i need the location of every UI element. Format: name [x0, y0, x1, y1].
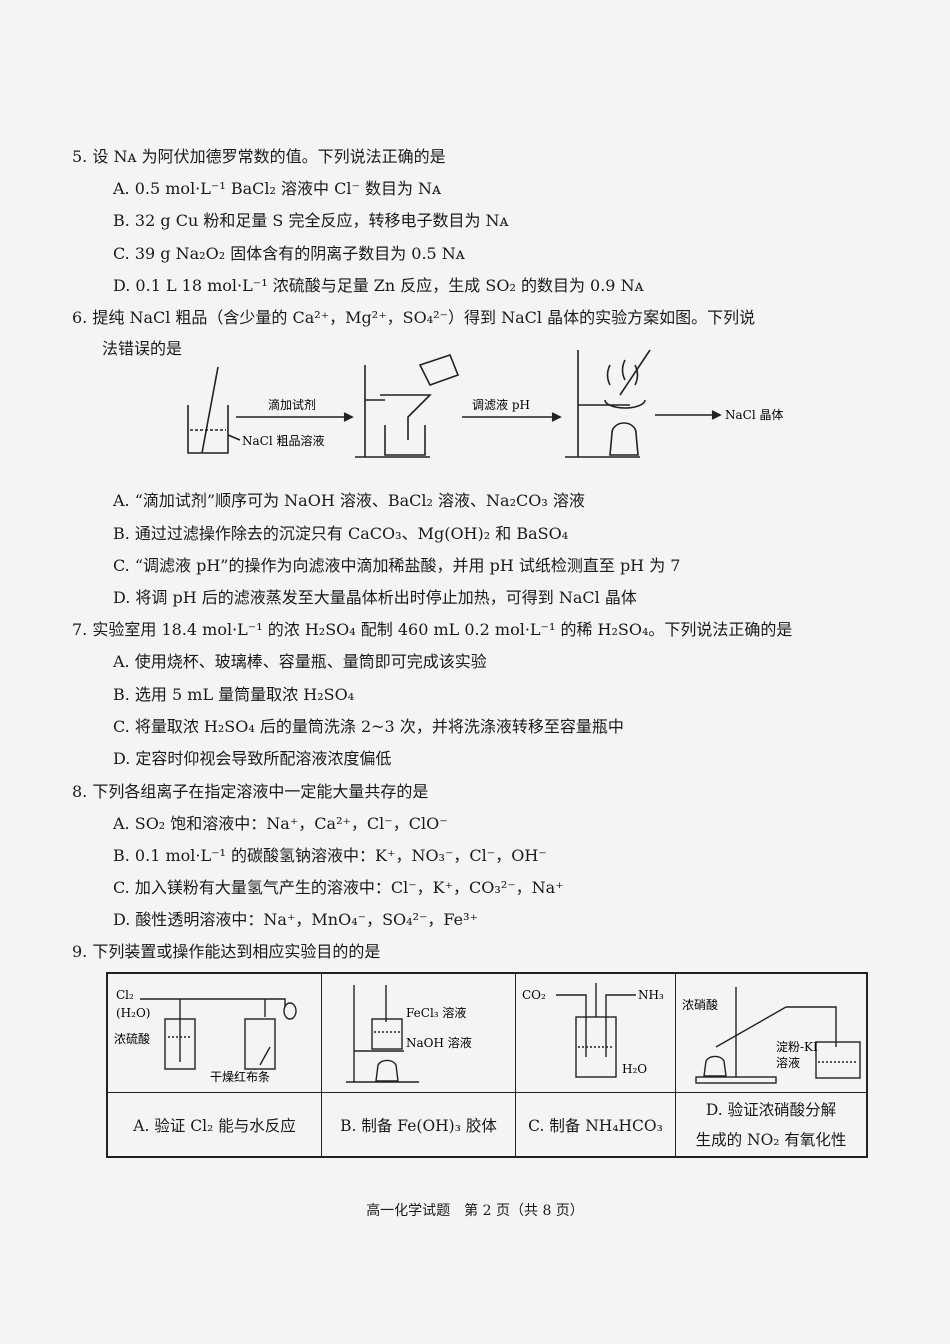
label-co2: CO₂ [522, 988, 546, 1002]
evaporating-dish-icon [578, 399, 646, 409]
caption-b: B. 制备 Fe(OH)₃ 胶体 [321, 1092, 516, 1158]
question-number: 8. [72, 782, 88, 801]
option-8c: C. 加入镁粉有大量氢气产生的溶液中：Cl⁻，K⁺，CO₃²⁻，Na⁺ [113, 878, 564, 897]
option-6d: D. 将调 pH 后的滤液蒸发至大量晶体析出时停止加热，可得到 NaCl 晶体 [113, 588, 637, 607]
option-5c: C. 39 g Na₂O₂ 固体含有的阴离子数目为 0.5 Nᴀ [113, 244, 465, 263]
label-dry-red-cloth: 干燥红布条 [210, 1069, 270, 1084]
beaker-icon [187, 405, 229, 454]
alcohol-lamp-icon [609, 422, 639, 456]
question-6-stem: 6. 提纯 NaCl 粗品（含少量的 Ca²⁺，Mg²⁺，SO₄²⁻）得到 Na… [72, 308, 755, 328]
caption-d-line1: D. 验证浓硝酸分解 [705, 1100, 837, 1119]
option-7d: D. 定容时仰视会导致所配溶液浓度偏低 [113, 749, 392, 768]
purification-flow-diagram: 滴加试剂 NaCl 粗品溶液 调滤液 pH NaCl 晶体 [187, 349, 784, 458]
option-5d: D. 0.1 L 18 mol·L⁻¹ 浓硫酸与足量 Zn 反应，生成 SO₂ … [113, 276, 644, 295]
label-h2o: H₂O [622, 1062, 647, 1076]
page-footer: 高一化学试题 第 2 页（共 8 页） [366, 1203, 584, 1219]
option-6a: A. “滴加试剂”顺序可为 NaOH 溶液、BaCl₂ 溶液、Na₂CO₃ 溶液 [113, 491, 585, 510]
question-text: 下列各组离子在指定溶液中一定能大量共存的是 [92, 782, 429, 801]
question-8-stem: 8. 下列各组离子在指定溶液中一定能大量共存的是 [72, 782, 428, 802]
figure-d: 浓硝酸 淀粉-KI 溶液 [675, 972, 868, 1093]
option-5a: A. 0.5 mol·L⁻¹ BaCl₂ 溶液中 Cl⁻ 数目为 Nᴀ [113, 179, 442, 198]
option-7a: A. 使用烧杯、玻璃棒、容量瓶、量筒即可完成该实验 [113, 652, 487, 671]
question-number: 5. [72, 147, 88, 166]
figure-a: Cl₂ (H₂O) 浓硫酸 干燥红布条 [106, 972, 322, 1093]
caption-d-line2: 生成的 NO₂ 有氧化性 [695, 1130, 847, 1149]
question-9-stem: 9. 下列装置或操作能达到相应实验目的的是 [72, 942, 380, 962]
question-6-stem-cont: 法错误的是 [102, 339, 183, 358]
question-5-stem: 5. 设 Nᴀ 为阿伏加德罗常数的值。下列说法正确的是 [72, 147, 446, 167]
step1-label: 滴加试剂 [268, 397, 316, 412]
caption-d: D. 验证浓硝酸分解 生成的 NO₂ 有氧化性 [675, 1092, 868, 1158]
option-8a: A. SO₂ 饱和溶液中：Na⁺，Ca²⁺，Cl⁻，ClO⁻ [113, 814, 448, 833]
caption-a: A. 验证 Cl₂ 能与水反应 [106, 1092, 322, 1158]
label-nh3: NH₃ [638, 988, 664, 1002]
option-7b: B. 选用 5 mL 量筒量取浓 H₂SO₄ [113, 685, 355, 704]
question-number: 7. [72, 620, 88, 639]
label-cl2: Cl₂ [116, 988, 134, 1002]
option-8b: B. 0.1 mol·L⁻¹ 的碳酸氢钠溶液中：K⁺，NO₃⁻，Cl⁻，OH⁻ [113, 846, 547, 865]
question-7-stem: 7. 实验室用 18.4 mol·L⁻¹ 的浓 H₂SO₄ 配制 460 mL … [72, 620, 792, 640]
question-text: 设 Nᴀ 为阿伏加德罗常数的值。下列说法正确的是 [92, 147, 446, 166]
option-6c: C. “调滤液 pH”的操作为向滤液中滴加稀盐酸，并用 pH 试纸检测直至 pH… [113, 556, 681, 575]
product-label: NaCl 晶体 [725, 408, 784, 422]
label-h2o: (H₂O) [116, 1006, 150, 1020]
step2-label: 调滤液 pH [472, 397, 530, 412]
apparatus-table: Cl₂ (H₂O) 浓硫酸 干燥红布条 FeCl₃ 溶液 NaOH 溶液 [106, 972, 868, 1158]
label-solution: 溶液 [776, 1055, 800, 1070]
question-text: 下列装置或操作能达到相应实验目的的是 [92, 942, 381, 961]
option-8d: D. 酸性透明溶液中：Na⁺，MnO₄⁻，SO₄²⁻，Fe³⁺ [113, 910, 478, 929]
question-text: 实验室用 18.4 mol·L⁻¹ 的浓 H₂SO₄ 配制 460 mL 0.2… [92, 620, 793, 639]
question-number: 9. [72, 942, 88, 961]
label-fecl3: FeCl₃ 溶液 [406, 1005, 466, 1020]
beaker-icon [384, 425, 426, 456]
question-number: 6. [72, 308, 88, 327]
figure-c: CO₂ NH₃ H₂O [515, 972, 676, 1093]
question-text: 提纯 NaCl 粗品（含少量的 Ca²⁺，Mg²⁺，SO₄²⁻）得到 NaCl … [92, 308, 756, 327]
funnel-icon [365, 394, 432, 440]
label-starch-ki: 淀粉-KI [776, 1040, 818, 1054]
solution-label: NaCl 粗品溶液 [242, 433, 325, 448]
option-6b: B. 通过过滤操作除去的沉淀只有 CaCO₃、Mg(OH)₂ 和 BaSO₄ [113, 524, 569, 543]
option-5b: B. 32 g Cu 粉和足量 S 完全反应，转移电子数目为 Nᴀ [113, 211, 509, 230]
label-naoh: NaOH 溶液 [406, 1035, 472, 1050]
figure-b: FeCl₃ 溶液 NaOH 溶液 [321, 972, 516, 1093]
label-conc-h2so4: 浓硫酸 [114, 1031, 150, 1046]
option-7c: C. 将量取浓 H₂SO₄ 后的量筒洗涤 2~3 次，并将洗涤液转移至容量瓶中 [113, 717, 624, 736]
caption-c: C. 制备 NH₄HCO₃ [515, 1092, 676, 1158]
label-conc-hno3: 浓硝酸 [682, 997, 718, 1012]
